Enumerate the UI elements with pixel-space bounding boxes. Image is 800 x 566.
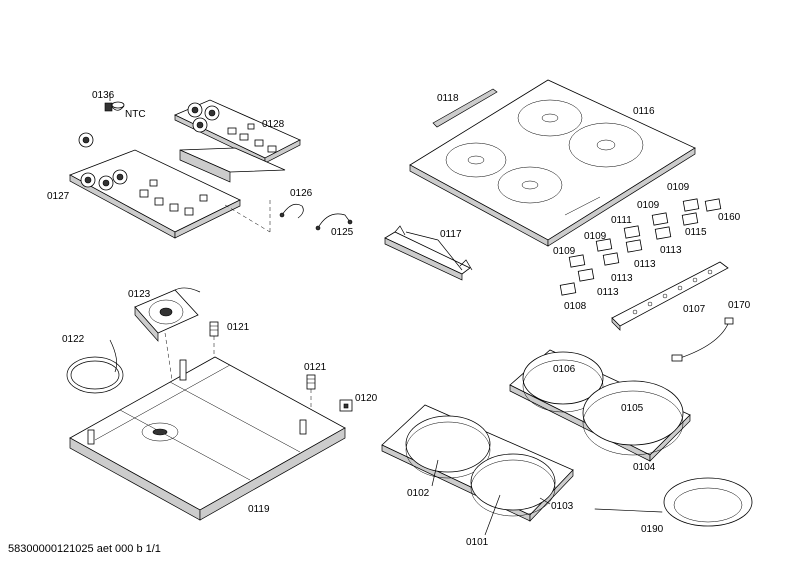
document-footer: 58300000121025 aet 000 b 1/1 <box>8 543 161 555</box>
label-0113-c: 0113 <box>611 273 633 284</box>
touch-control-strip <box>611 261 729 331</box>
cooling-fan <box>134 287 201 401</box>
heating-element-0102 <box>405 415 491 479</box>
label-0111: 0111 <box>611 215 632 226</box>
label-0115: 0115 <box>685 227 707 238</box>
label-0170: 0170 <box>728 300 751 311</box>
label-0113-b: 0113 <box>634 259 656 270</box>
mains-cable <box>66 339 124 394</box>
label-0121-a: 0121 <box>227 322 250 333</box>
label-0190: 0190 <box>641 524 664 535</box>
label-0117: 0117 <box>440 229 462 240</box>
label-0113-a: 0113 <box>660 245 682 256</box>
ntc-sensor <box>104 92 125 112</box>
cable-0125 <box>315 213 353 231</box>
label-0123: 0123 <box>128 289 151 300</box>
frying-pan <box>594 477 753 527</box>
label-0128: 0128 <box>262 119 285 130</box>
label-ntc: NTC <box>125 109 146 120</box>
label-0136: 0136 <box>92 90 115 101</box>
label-0103: 0103 <box>551 501 574 512</box>
label-0104: 0104 <box>633 462 656 473</box>
ceramic-glass-top <box>409 79 696 247</box>
label-0160: 0160 <box>718 212 741 223</box>
label-0120: 0120 <box>355 393 378 404</box>
control-buttons <box>559 198 722 296</box>
clip-0120 <box>339 399 353 412</box>
label-0126: 0126 <box>290 188 313 199</box>
label-0108: 0108 <box>564 301 587 312</box>
ribbon-cable <box>671 317 734 362</box>
label-0125: 0125 <box>331 227 354 238</box>
label-0106: 0106 <box>553 364 576 375</box>
label-0107: 0107 <box>683 304 706 315</box>
seal-strip <box>432 88 498 128</box>
label-0109-d: 0109 <box>553 246 576 257</box>
bottom-housing <box>69 356 346 521</box>
heating-element-0105 <box>582 380 684 456</box>
label-0102: 0102 <box>407 488 430 499</box>
power-board <box>69 132 286 239</box>
label-0119: 0119 <box>248 504 270 515</box>
label-0118: 0118 <box>437 93 459 104</box>
cable-0126 <box>279 203 304 219</box>
label-0109-b: 0109 <box>637 200 660 211</box>
label-0127: 0127 <box>47 191 70 202</box>
label-0116: 0116 <box>633 106 655 117</box>
label-0109-c: 0109 <box>584 231 607 242</box>
label-0121-b: 0121 <box>304 362 327 373</box>
mounting-bracket <box>384 225 473 281</box>
label-0122: 0122 <box>62 334 85 345</box>
label-0105: 0105 <box>621 403 644 414</box>
label-0113-d: 0113 <box>597 287 619 298</box>
label-0101: 0101 <box>466 537 489 548</box>
heating-element-0106 <box>522 351 604 413</box>
label-0109-a: 0109 <box>667 182 690 193</box>
heating-element-0101 <box>470 453 556 517</box>
